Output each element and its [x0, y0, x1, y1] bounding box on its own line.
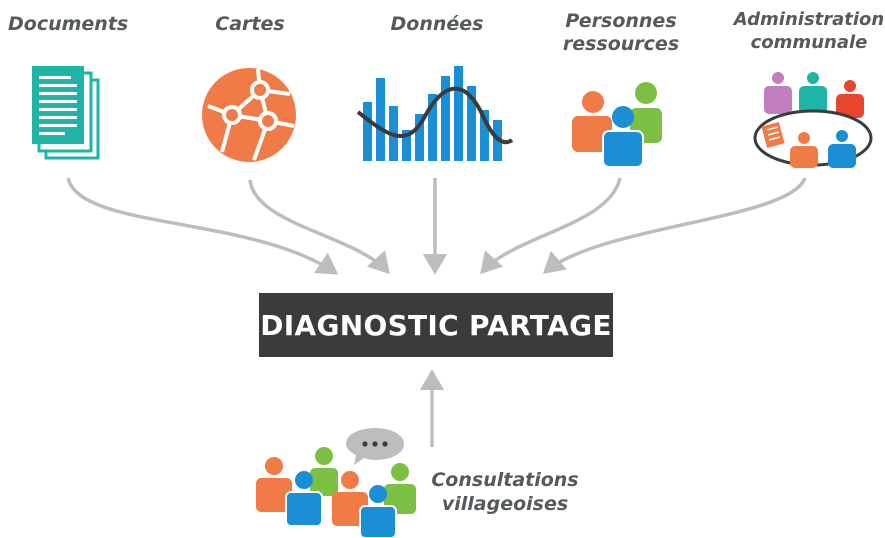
arrow-administration: [542, 177, 807, 274]
arrow-cartes: [248, 179, 390, 275]
label-personnes-ressources: Personnes ressources: [562, 10, 680, 55]
label-consultations-villageoises: Consultations villageoises: [431, 469, 579, 515]
people-group-icon: [572, 82, 662, 168]
arrow-documents: [66, 177, 339, 275]
crowd-speech-icon: [256, 428, 416, 538]
arrow-personnes: [480, 177, 622, 275]
diagnostic-partage-box: DIAGNOSTIC PARTAGE: [259, 293, 613, 357]
bar-chart-wave-icon: [356, 66, 514, 161]
label-cartes: Cartes: [215, 13, 285, 35]
diagnostic-title: DIAGNOSTIC PARTAGE: [260, 308, 612, 342]
network-map-icon: [202, 68, 296, 162]
meeting-table-icon: [753, 72, 873, 168]
label-documents: Documents: [8, 13, 129, 35]
label-administration-communale: Administration communale: [733, 9, 885, 53]
documents-icon: [32, 66, 100, 160]
label-donnees: Données: [390, 13, 484, 35]
